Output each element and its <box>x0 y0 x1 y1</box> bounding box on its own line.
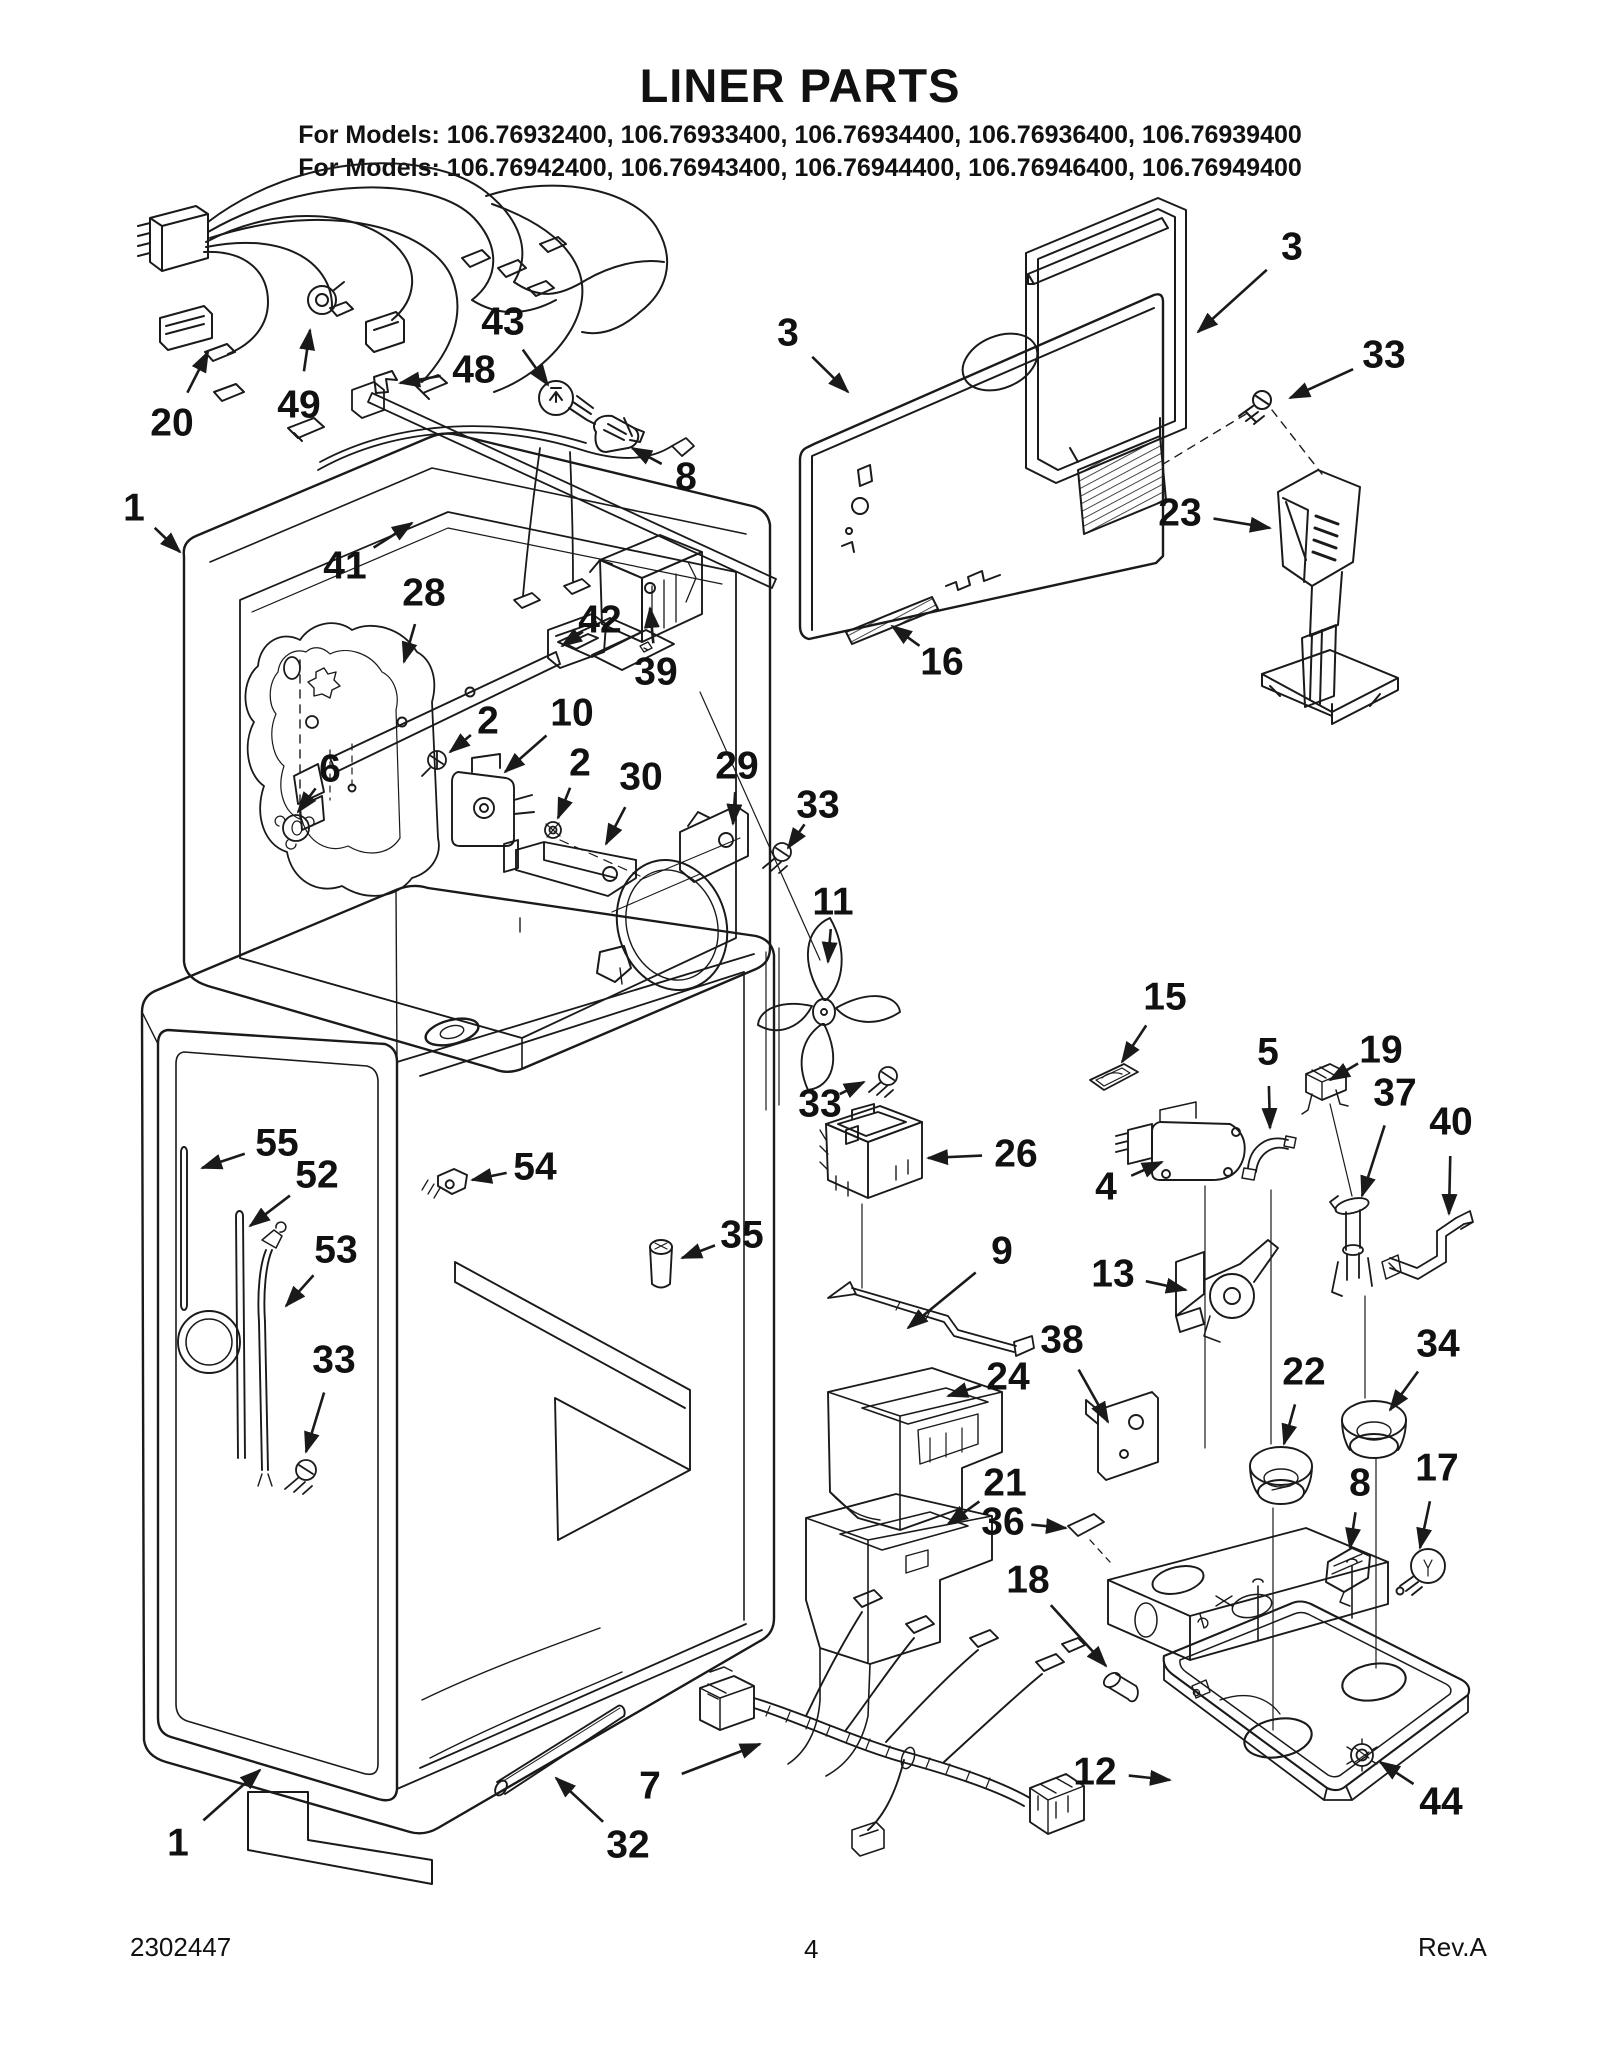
wire-clip-5-icon <box>1241 1135 1297 1181</box>
model-list-line-1: For Models: 106.76932400, 106.76933400, … <box>298 121 1302 149</box>
motor-bracket-13-icon <box>1175 1239 1279 1343</box>
drain-pan-12-icon <box>1162 1600 1471 1801</box>
duct-cover-24-icon <box>827 1367 1003 1531</box>
alignment-lines-top <box>699 691 821 1111</box>
air-duct-21-icon <box>787 1493 993 1777</box>
lamp-bracket-icon <box>1107 1527 1389 1661</box>
fan-blade-11-icon <box>757 917 901 1091</box>
grommet-cup-22-icon <box>1249 1446 1313 1505</box>
refrigerator-liner-icon <box>140 884 776 1835</box>
wire-harness-7-icon <box>699 1589 1086 1857</box>
freezer-bulb-and-socket-icon <box>373 370 645 453</box>
alignment-lines <box>559 839 1377 1731</box>
model-list: For Models: 106.76932400, 106.76933400, … <box>0 119 1600 185</box>
grommet-cup-34-icon <box>1341 1400 1407 1459</box>
timer-motor-4-icon <box>1115 1101 1246 1181</box>
fan-shroud-icon <box>596 837 741 991</box>
ribbon-9-icon <box>827 1281 1035 1357</box>
footer-document-number: 2302447 <box>130 1932 232 1962</box>
page-header: LINER PARTS For Models: 106.76932400, 10… <box>0 0 1600 185</box>
bulb-18-icon <box>1102 1671 1139 1703</box>
refrigerator-liner-interior-icon <box>177 1146 691 1885</box>
control-box-26-icon <box>819 1103 923 1199</box>
clip-36-icon <box>1067 1513 1111 1563</box>
clip-15-icon <box>1089 1063 1139 1091</box>
evaporator-cover-panel-icon <box>798 197 1187 645</box>
model-list-line-2: For Models: 106.76942400, 106.76943400, … <box>298 154 1302 182</box>
drain-tube-32-icon <box>494 1704 626 1797</box>
screw-33-icons <box>284 842 898 1495</box>
bracket-28-icon <box>293 613 607 831</box>
plate-38-icon <box>1085 1391 1159 1481</box>
wire-harness-top-icon <box>137 162 669 442</box>
screw-2-icons <box>421 750 562 839</box>
bracket-39-icon <box>589 534 703 643</box>
air-tower-icon <box>1261 469 1399 725</box>
screw-icon <box>1159 390 1323 475</box>
defrost-timer-10-icon <box>451 753 535 847</box>
bulb-17-icon <box>1395 1548 1446 1596</box>
footer-revision: Rev.A <box>1418 1932 1487 1962</box>
bracket-29-icon <box>679 805 749 883</box>
page-title: LINER PARTS <box>639 59 961 112</box>
channel-30-icon <box>503 839 637 897</box>
footer-page-number: 4 <box>804 1934 819 1964</box>
strap-40-icon <box>1381 1210 1474 1280</box>
connector-19-icon <box>1301 1063 1349 1115</box>
plunger-37-icon <box>1329 1195 1373 1297</box>
lock-nut-44-icon <box>1346 1738 1378 1772</box>
freezer-back-wall-icon <box>244 622 440 897</box>
freezer-liner-icon <box>182 432 772 1073</box>
